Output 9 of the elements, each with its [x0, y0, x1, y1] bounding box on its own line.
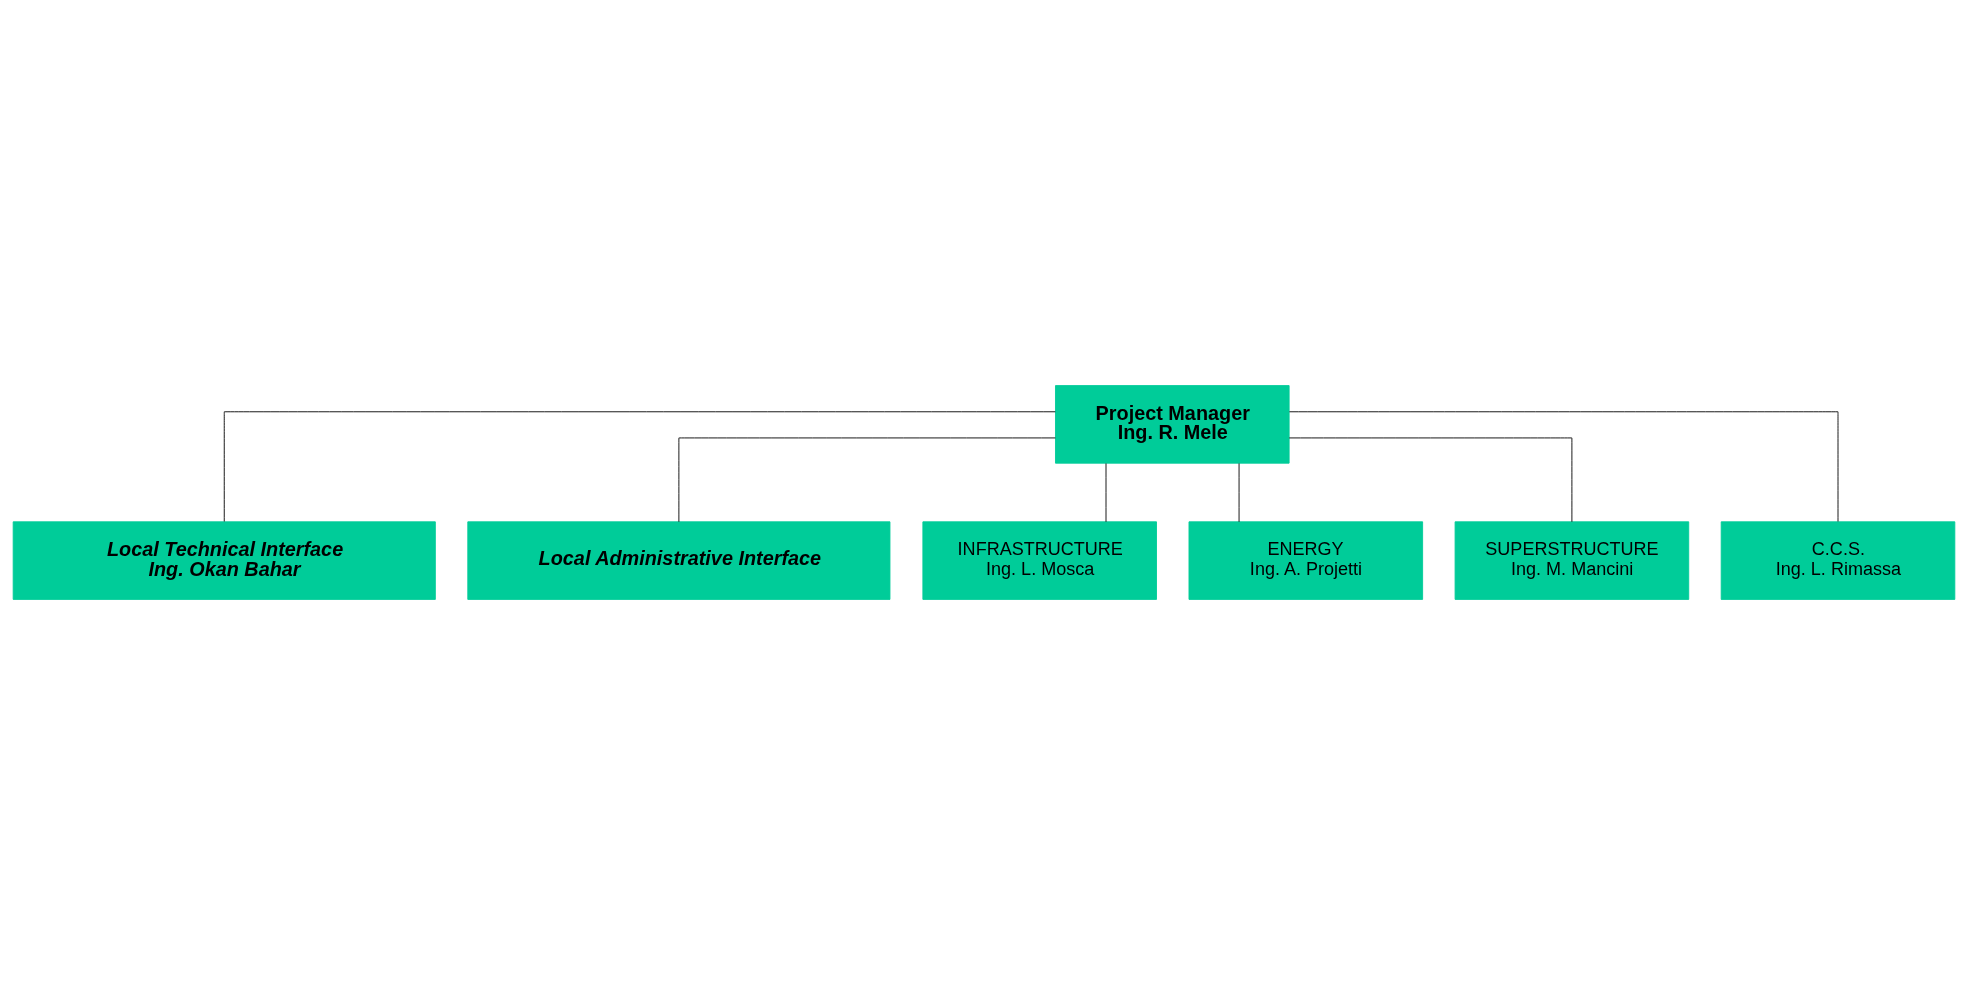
connector [223, 410, 1056, 522]
node-box: Local Administrative Interface [467, 520, 891, 600]
node-box: SUPERSTRUCTURE Ing. M. Mancini [1454, 520, 1690, 600]
node-box: C.C.S. Ing. L. Rimassa [1720, 520, 1956, 600]
node-box: INFRASTRUCTURE Ing. L. Mosca [922, 520, 1157, 600]
node-box: Local Technical Interface Ing. Okan Bahar [12, 520, 436, 600]
node-box: ENERGY Ing. A. Projetti [1188, 520, 1424, 600]
node-box: Project Manager Ing. R. Mele [1055, 384, 1290, 464]
connector [1288, 410, 1839, 522]
